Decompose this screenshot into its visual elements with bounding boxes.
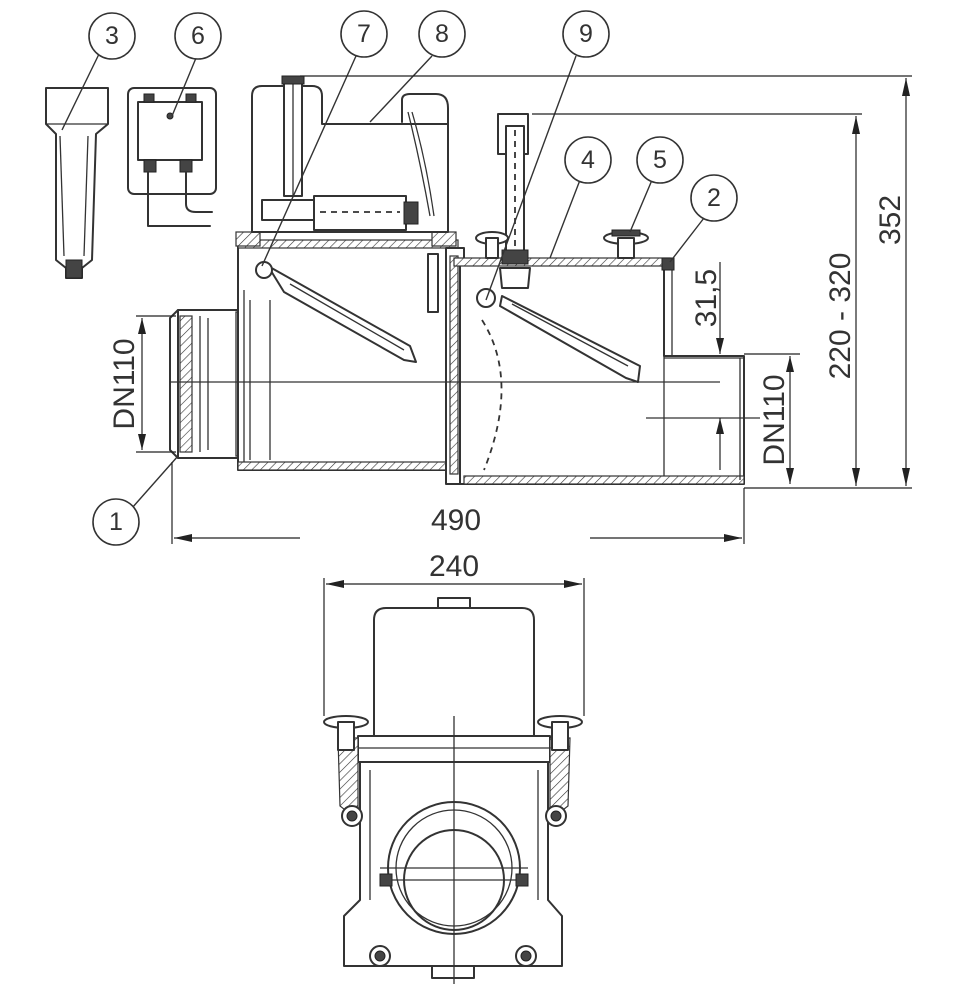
callout-1-leader — [131, 455, 179, 509]
callout-5-leader — [629, 179, 653, 233]
bolt-bottom-right — [515, 945, 537, 967]
callout-1-bubble — [92, 498, 140, 546]
bolt-top-right — [545, 805, 567, 827]
callout-6-leader — [171, 57, 197, 117]
callout-3-leader — [61, 51, 101, 131]
dim-overall-height: 352 — [874, 195, 907, 245]
dim-outlet-diameter: DN110 — [758, 374, 791, 465]
callout-3-label: 3 — [105, 22, 119, 50]
callout-2-bubble — [690, 174, 738, 222]
dim-height-range: 220 - 320 — [824, 253, 857, 380]
callout-8-leader — [369, 55, 433, 123]
callout-6-bubble — [174, 12, 222, 60]
callouts: 1 2 3 4 5 6 7 8 9 — [61, 10, 738, 546]
callout-9-leader — [485, 55, 577, 301]
left-valve-body — [235, 231, 459, 471]
callout-8-bubble — [418, 10, 466, 58]
dimension-lines: 352 220 - 320 31,5 DN110 DN110 490 — [108, 75, 912, 716]
side-view — [169, 75, 760, 485]
front-view — [323, 597, 583, 984]
callout-1-label: 1 — [109, 508, 123, 536]
callout-8-label: 8 — [435, 20, 449, 48]
callout-5-bubble — [636, 136, 684, 184]
left-flap — [255, 261, 417, 363]
callout-9-label: 9 — [579, 20, 593, 48]
callout-7-label: 7 — [357, 20, 371, 48]
manual-lever — [497, 113, 531, 289]
callout-9-bubble — [562, 10, 610, 58]
callout-4-leader — [549, 179, 581, 259]
bolt-top-left — [341, 805, 363, 827]
dim-inlet-diameter: DN110 — [108, 338, 141, 429]
callout-7-leader — [261, 55, 357, 267]
callout-7-bubble — [340, 10, 388, 58]
cover-knob — [603, 229, 649, 259]
control-box-part — [127, 87, 217, 227]
motor-housing — [251, 75, 449, 233]
callout-4-bubble — [564, 136, 612, 184]
bolt-bottom-left — [369, 945, 391, 967]
dim-outlet-offset: 31,5 — [690, 269, 723, 327]
callout-5-label: 5 — [653, 146, 667, 174]
inlet-socket — [169, 309, 249, 459]
dim-overall-length: 490 — [431, 504, 481, 537]
cable-plug-part — [45, 87, 109, 279]
callout-6-label: 6 — [191, 22, 205, 50]
cover-knob-left — [475, 231, 509, 259]
dim-front-width: 240 — [429, 550, 479, 583]
callout-3-bubble — [88, 12, 136, 60]
callout-2-leader — [669, 217, 705, 263]
callout-2-label: 2 — [707, 184, 721, 212]
callout-4-label: 4 — [581, 146, 595, 174]
